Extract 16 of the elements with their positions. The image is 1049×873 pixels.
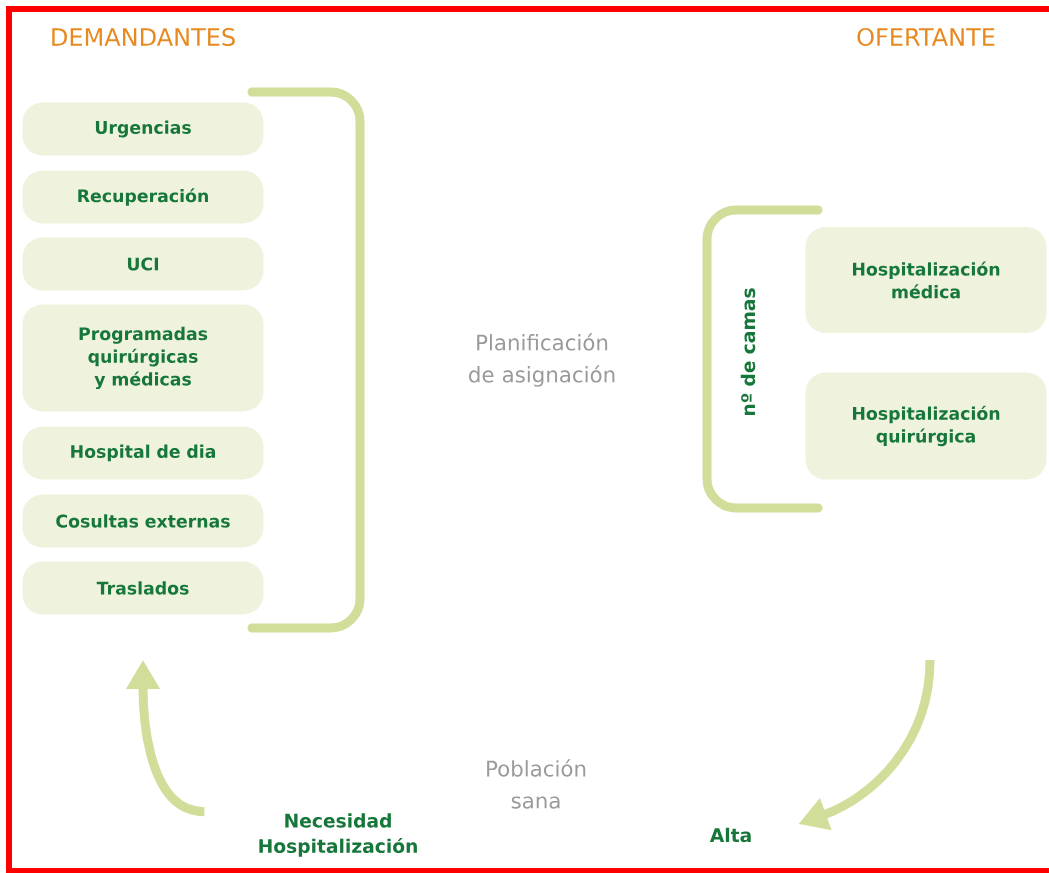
- process-box: Hospitalización quirúrgica: [805, 372, 1047, 480]
- axis-label: nº de camas: [740, 288, 756, 415]
- note-label: Planificación de asignación: [469, 333, 615, 387]
- process-box: Cosultas externas: [22, 494, 264, 548]
- process-box: Urgencias: [22, 102, 264, 156]
- heading: DEMANDANTES: [52, 27, 235, 47]
- process-box: Traslados: [22, 561, 264, 615]
- node-label: Alta: [709, 827, 751, 843]
- process-box: Recuperación: [22, 170, 264, 224]
- heading: OFERTANTE: [857, 27, 995, 47]
- process-box: Hospitalización médica: [805, 227, 1047, 333]
- process-box: Hospital de dia: [22, 426, 264, 480]
- note-label: Población sana: [487, 759, 586, 809]
- process-box: Programadas quirúrgicas y médicas: [22, 304, 264, 412]
- node-label: Necesidad Hospitalización: [259, 813, 417, 857]
- process-box: UCI: [22, 237, 264, 291]
